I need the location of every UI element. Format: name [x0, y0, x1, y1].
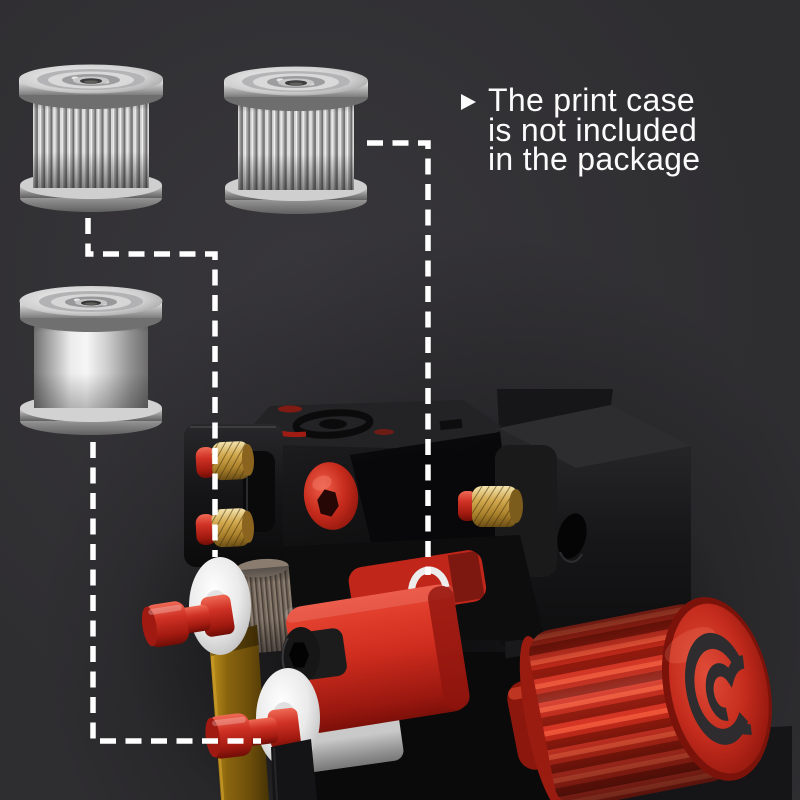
annotation-line: in the package [488, 141, 701, 177]
housing-top-logo-engraving [266, 405, 463, 439]
annotation-line: is not included [488, 111, 698, 148]
callout-line-pulley1 [85, 218, 218, 557]
axle-pin-top [141, 594, 235, 648]
frame-back-wall [497, 389, 613, 428]
red-dome-screw [303, 462, 359, 530]
callout-lines [85, 140, 431, 744]
hole-highlight [559, 551, 583, 563]
callout-line-pulley2 [367, 140, 431, 575]
annotation-text: The print case is not included in the pa… [488, 82, 701, 177]
annotation-note: The print case is not included in the pa… [461, 82, 701, 177]
annotation-line: The print case [488, 82, 695, 118]
thumbscrew-left-top [195, 441, 255, 481]
smooth-idler-pulley [19, 286, 163, 435]
right-plate-hole [557, 513, 587, 559]
callout-line-pulley3 [90, 442, 261, 744]
triangle-bullet-icon [461, 94, 476, 110]
hex-socket [317, 489, 339, 517]
tension-knob [507, 597, 772, 800]
toothed-pulley-2 [224, 66, 368, 214]
brand-logo-icon [685, 632, 752, 745]
toothed-pulley-1 [19, 64, 163, 212]
black-strip [271, 739, 317, 800]
hex-socket [289, 642, 309, 668]
extruder-arm [284, 583, 470, 733]
extruder-assembly [141, 389, 792, 800]
thumbscrew-left-bottom [195, 508, 255, 548]
